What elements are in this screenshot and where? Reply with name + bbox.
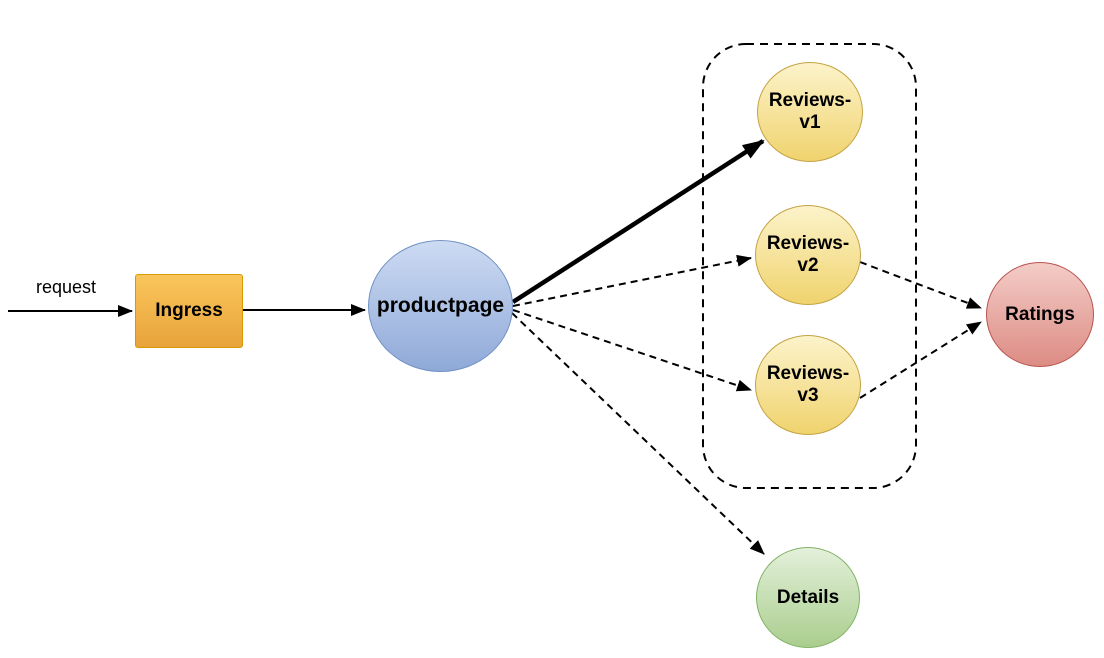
node-reviews-v3: Reviews- v3 bbox=[755, 335, 861, 435]
request-label: request bbox=[35, 277, 97, 297]
reviews-group-box bbox=[702, 43, 917, 489]
node-reviews-v1-label-line2: v1 bbox=[799, 112, 821, 133]
edge-productpage-to-reviews-v3 bbox=[512, 309, 752, 392]
node-ratings: Ratings bbox=[986, 262, 1094, 367]
node-reviews-v1: Reviews- v1 bbox=[757, 62, 863, 162]
node-reviews-v3-label-line1: Reviews- bbox=[766, 363, 850, 385]
node-productpage-label: productpage bbox=[376, 293, 505, 317]
node-ingress: Ingress bbox=[135, 274, 243, 348]
edge-productpage-to-reviews-v1 bbox=[511, 139, 765, 304]
edge-reviews-v2-to-ratings bbox=[859, 261, 982, 309]
edge-productpage-to-reviews-v2 bbox=[512, 254, 752, 307]
node-reviews-v1-label-line1: Reviews- bbox=[768, 90, 852, 112]
edge-reviews-v3-to-ratings bbox=[859, 321, 982, 399]
node-ingress-label: Ingress bbox=[155, 300, 223, 322]
node-productpage: productpage bbox=[368, 240, 513, 372]
edge-productpage-to-details bbox=[511, 312, 765, 555]
node-reviews-v2-label-line1: Reviews- bbox=[766, 233, 850, 255]
node-ratings-label: Ratings bbox=[1005, 303, 1075, 325]
node-details-label: Details bbox=[776, 586, 840, 608]
node-reviews-v2-label-line2: v2 bbox=[797, 255, 819, 276]
node-reviews-v2: Reviews- v2 bbox=[755, 205, 861, 305]
node-details: Details bbox=[756, 547, 860, 648]
node-reviews-v3-label-line2: v3 bbox=[797, 385, 819, 406]
